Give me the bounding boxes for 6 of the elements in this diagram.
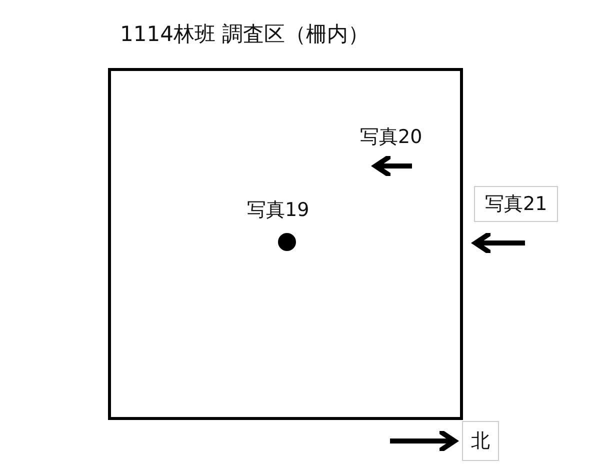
photo-label: 写真20 bbox=[360, 125, 422, 150]
photo-label: 写真19 bbox=[247, 198, 310, 223]
plot-outline bbox=[108, 68, 463, 420]
title: 1114林班 調査区（柵内） bbox=[120, 21, 370, 48]
direction-label: 北 bbox=[462, 421, 499, 461]
photo-label: 写真21 bbox=[474, 186, 558, 222]
